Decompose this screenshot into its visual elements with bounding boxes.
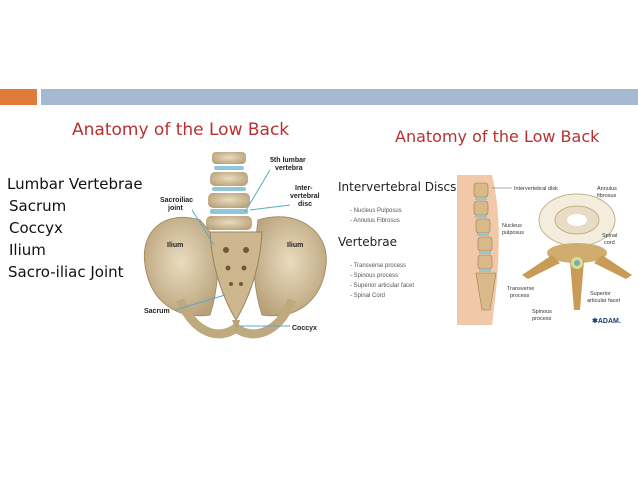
label-spinal-2: cord (604, 240, 615, 246)
bullet-item: - Superior articular facet (350, 283, 415, 289)
label-superior-2: articular facet (587, 298, 620, 304)
label-nucleus: Nucleus (502, 223, 522, 229)
label-ilium-right: Ilium (287, 242, 303, 249)
label-sacrum: Sacrum (144, 308, 170, 315)
label-disc-3: disc (298, 201, 312, 208)
bullet-item: - Annulus Fibrosus (350, 218, 400, 224)
label-lumbar-2: vertebra (275, 165, 303, 172)
label-sacroiliac: Sacroiliac (160, 197, 193, 204)
label-disc-2: vertebral (290, 193, 320, 200)
pelvis-illustration: 5th lumbar vertebra Sacroiliac joint Int… (143, 152, 327, 339)
accent-bar-orange (0, 89, 37, 105)
adam-logo: ✱ADAM. (592, 317, 621, 325)
term-item: Ilium (9, 241, 46, 259)
label-ilium-left: Ilium (167, 242, 183, 249)
label-nucleus-2: pulposus (502, 230, 524, 236)
label-annulus: Annulus (597, 186, 617, 192)
bullet-item: - Spinous process (350, 273, 399, 279)
label-spinous: Spinous (532, 309, 552, 315)
label-superior: Superior (590, 291, 611, 297)
label-spinal: Spinal (602, 233, 617, 239)
term-item: Coccyx (9, 219, 63, 237)
figure-title-right: Anatomy of the Low Back (395, 127, 600, 146)
label-spinous-2: process (532, 316, 552, 322)
label-annulus-2: fibrosus (597, 193, 617, 199)
bullet-item: - Nucleus Pulposus (350, 208, 402, 214)
label-transverse: Transverse (507, 286, 534, 292)
section-vertebrae: Vertebrae (338, 235, 397, 249)
term-item: Sacrum (9, 197, 67, 215)
term-item: Lumbar Vertebrae (7, 175, 143, 193)
label-lumbar: 5th lumbar (270, 157, 306, 164)
anatomy-terms-list: Lumbar Vertebrae Sacrum Coccyx Ilium Sac… (7, 173, 143, 283)
bullet-item: - Spinal Cord (350, 293, 386, 299)
label-sacroiliac-2: joint (167, 205, 183, 212)
label-intervertebral-disk: Intervertebral disk (514, 186, 558, 192)
bullet-item: - Transverse process (350, 263, 407, 269)
section-intervertebral-discs: Intervertebral Discs (338, 180, 457, 194)
label-transverse-2: process (510, 293, 530, 299)
label-coccyx: Coccyx (292, 325, 317, 332)
accent-bar-blue (41, 89, 638, 105)
figure-title-left: Anatomy of the Low Back (72, 120, 290, 140)
spine-illustration: Intervertebral disk Annulus fibrosus Nuc… (457, 175, 632, 325)
term-item: Sacro-iliac Joint (8, 263, 124, 281)
label-disc: Inter- (295, 185, 313, 192)
